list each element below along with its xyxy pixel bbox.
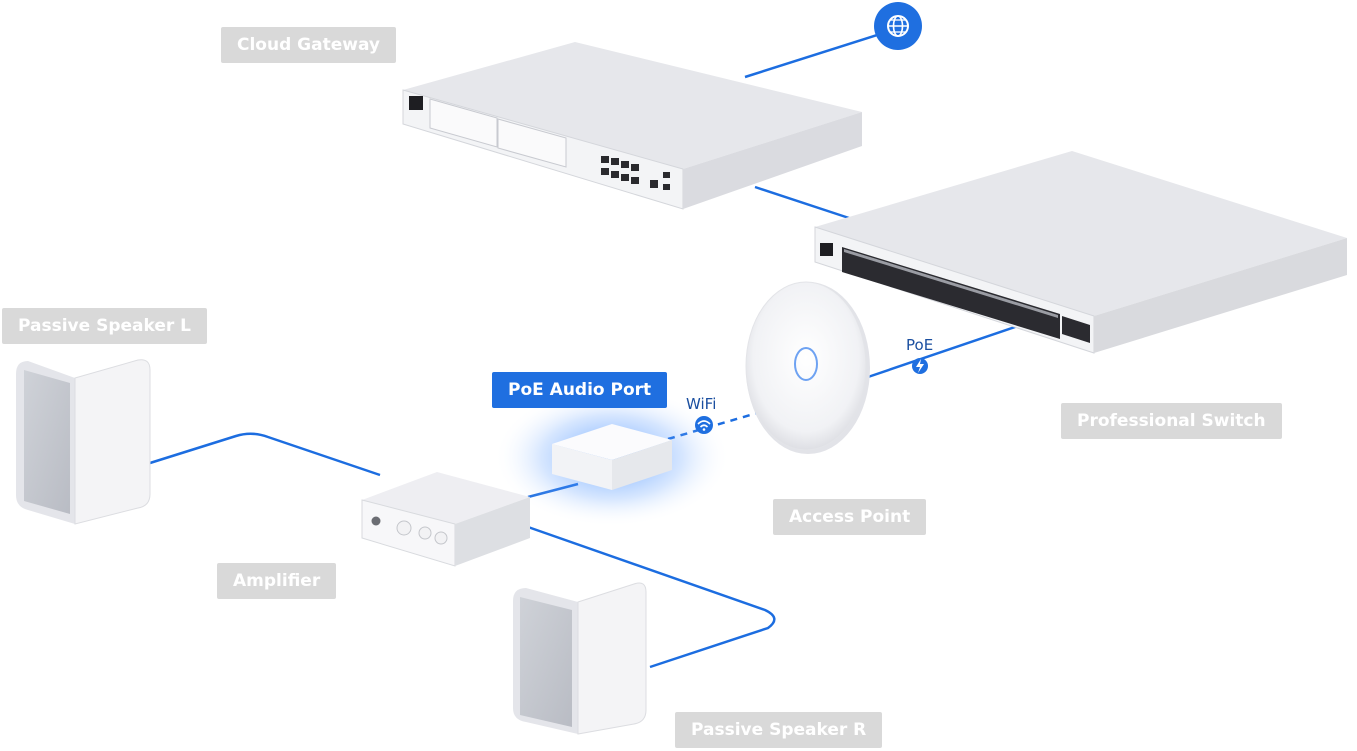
label-poe-link: PoE xyxy=(906,336,934,354)
passive-speaker-left xyxy=(16,359,151,525)
cable-amplifier-speaker-right xyxy=(527,525,776,669)
cable-amplifier-speaker-left xyxy=(149,432,381,477)
professional-switch-device xyxy=(814,151,1347,354)
label-wifi-link: WiFi xyxy=(686,395,717,413)
label-cloud-gateway: Cloud Gateway xyxy=(221,27,396,63)
passive-speaker-right xyxy=(513,582,647,735)
globe-icon xyxy=(874,2,922,50)
label-poe-audio-port: PoE Audio Port xyxy=(492,372,668,408)
amplifier-device xyxy=(361,472,530,567)
label-professional-switch: Professional Switch xyxy=(1061,403,1282,439)
cable-switch-accesspoint xyxy=(867,324,1019,379)
wifi-icon xyxy=(695,416,713,434)
poe-audio-port-device xyxy=(494,387,730,527)
cable-internet-gateway xyxy=(744,28,894,79)
label-access-point: Access Point xyxy=(773,499,927,535)
bolt-icon xyxy=(912,358,928,374)
label-passive-speaker-left: Passive Speaker L xyxy=(2,308,207,344)
label-amplifier: Amplifier xyxy=(217,563,337,599)
access-point-device xyxy=(745,281,870,454)
cloud-gateway-device xyxy=(402,42,862,210)
label-passive-speaker-right: Passive Speaker R xyxy=(675,712,883,748)
gateway-ports xyxy=(601,156,670,190)
cable-gateway-switch xyxy=(754,185,853,221)
